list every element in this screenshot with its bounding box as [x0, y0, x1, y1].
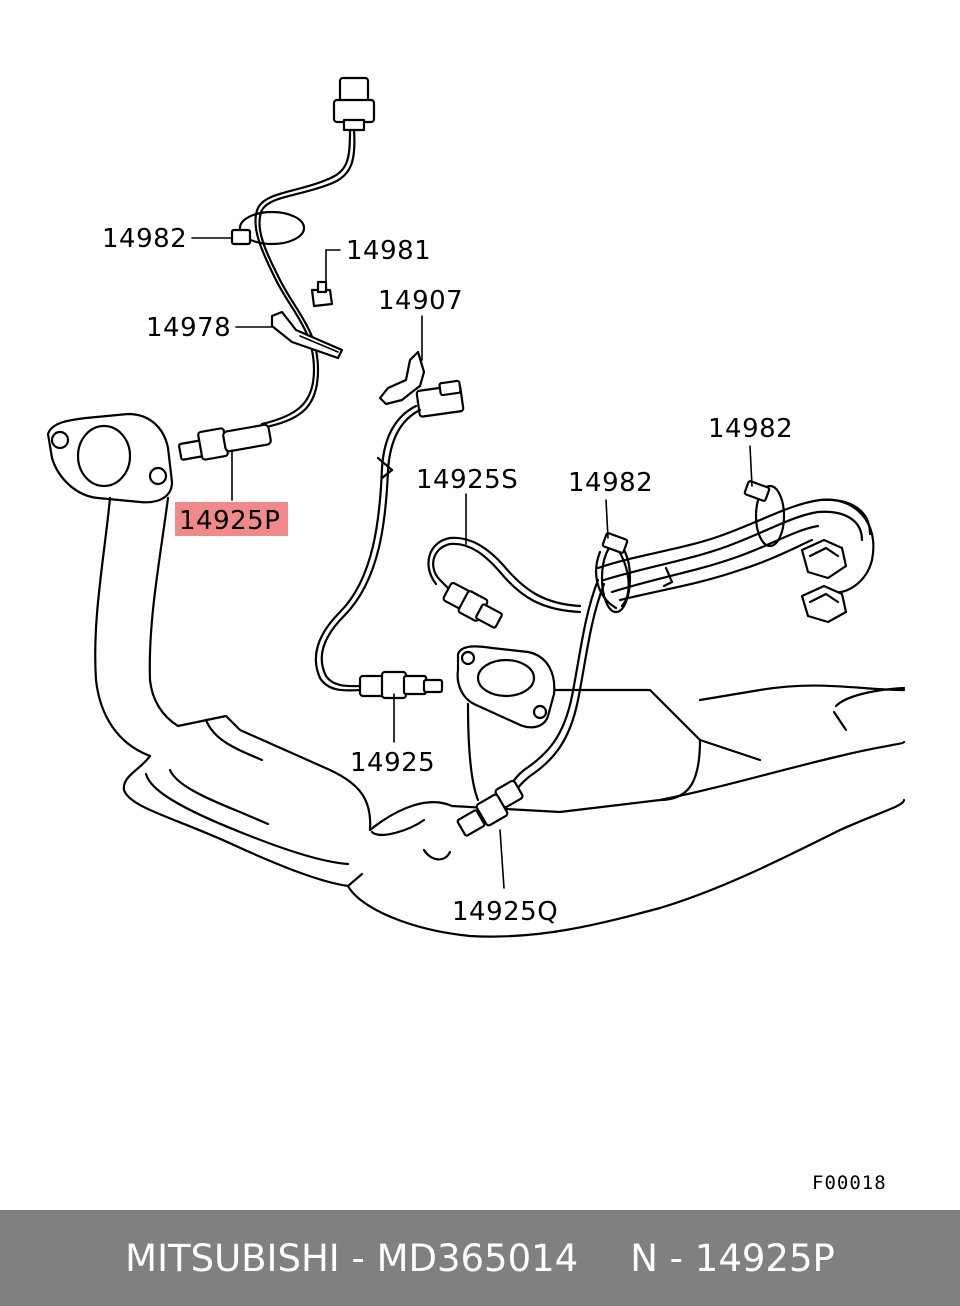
right-connectors [800, 538, 848, 624]
callout-14981: 14981 [346, 236, 431, 266]
clamp-14982-right [743, 480, 771, 502]
leader-lines [191, 237, 753, 889]
clamp-14982-top [230, 210, 306, 246]
top-connector [332, 76, 376, 132]
callout-14907: 14907 [378, 286, 463, 316]
connector-14907 [378, 350, 465, 418]
clamp-14982-mid [601, 532, 629, 554]
harness-14925S [432, 542, 582, 614]
reference-number: N - 14925P [630, 1236, 835, 1280]
harness-14925Q [512, 582, 606, 796]
front-flange [46, 412, 174, 504]
callout-14925P-highlight [175, 502, 288, 536]
bolt-14981 [310, 280, 334, 308]
callout-14925P: 14925P [179, 506, 280, 536]
bracket-14978 [270, 310, 344, 360]
callout-14978: 14978 [146, 313, 231, 343]
callout-14925Q: 14925Q [452, 897, 558, 927]
harness-bundle-right [595, 484, 875, 614]
callout-14982-right: 14982 [708, 414, 793, 444]
top-harness-wire [258, 128, 356, 430]
brand-part-number: MITSUBISHI - MD365014 [125, 1236, 579, 1280]
callout-14925: 14925 [350, 748, 435, 778]
sensor-14925S [442, 581, 503, 629]
rear-flange [456, 645, 556, 729]
figure-code: F00018 [812, 1172, 887, 1194]
harness-14925 [320, 408, 422, 688]
part-info-footer: MITSUBISHI - MD365014 N - 14925P [0, 1210, 960, 1306]
front-pipe [94, 496, 152, 758]
callout-14982-top: 14982 [102, 224, 187, 254]
callout-14925S: 14925S [416, 465, 518, 495]
sensor-14925 [358, 670, 444, 700]
sensor-14925Q [456, 779, 524, 837]
catalytic-converter [122, 754, 364, 888]
sensor-14925P [178, 423, 272, 461]
main-exhaust-pipe [346, 798, 906, 938]
parts-diagram: 14982 14981 14907 14978 14925P 14925S 14… [46, 76, 906, 1194]
callout-14982-mid: 14982 [568, 468, 653, 498]
